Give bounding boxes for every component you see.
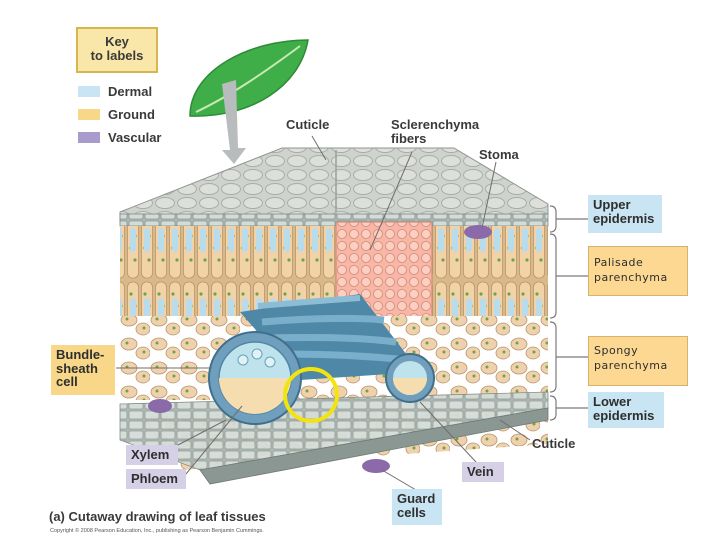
label-lower-epidermis-line2: epidermis [593, 407, 655, 423]
label-spongy-line1: Spongy [594, 344, 639, 357]
legend-swatch-ground [78, 109, 100, 120]
label-palisade-line2: parenchyma [594, 271, 668, 285]
label-cuticle-top: Cuticle [286, 117, 330, 132]
label-sclerenchyma-line2: fibers [391, 130, 427, 146]
label-bundle-sheath-cell: Bundle- sheath cell [51, 345, 115, 395]
label-sclerenchyma-line1: Sclerenchyma [391, 117, 480, 132]
label-lower-epidermis: Lower epidermis [588, 392, 664, 428]
label-vein: Vein [462, 462, 504, 482]
arrow-down-icon [222, 80, 246, 164]
label-phloem: Phloem [126, 469, 186, 489]
label-upper-epidermis-line1: Upper [593, 197, 631, 212]
label-lower-epidermis-line1: Lower [593, 394, 632, 409]
label-palisade-line1: Palisade [594, 256, 644, 269]
vein-cross-section-large [208, 331, 302, 425]
legend-swatch-dermal [78, 86, 100, 97]
legend-label-ground: Ground [108, 107, 155, 122]
label-spongy-parenchyma: Spongy parenchyma [588, 336, 688, 386]
leader-lines [116, 135, 531, 491]
label-bundle-line1: Bundle- [56, 347, 105, 362]
label-bundle-line3: cell [56, 374, 78, 390]
vein-cross-section-small [385, 353, 435, 403]
label-cuticle-bottom: Cuticle [532, 436, 576, 451]
label-guard-line2: cells [397, 504, 426, 520]
legend-swatch-vascular [78, 132, 100, 143]
guard-cells-icon [148, 225, 492, 473]
label-upper-epidermis: Upper epidermis [588, 195, 662, 233]
legend-title-line1: Key [105, 34, 129, 49]
layer-brackets [549, 205, 588, 421]
legend-title: Key to labels [76, 27, 158, 73]
label-bundle-line2: sheath [56, 360, 98, 376]
legend-label-vascular: Vascular [108, 130, 162, 145]
highlight-circle [283, 367, 339, 423]
copyright-note: Copyright © 2008 Pearson Education, Inc.… [50, 528, 264, 534]
legend-title-line2: to labels [90, 48, 144, 64]
label-palisade-parenchyma: Palisade parenchyma [588, 246, 688, 296]
label-sclerenchyma: Sclerenchyma fibers [391, 118, 479, 145]
label-stoma: Stoma [479, 147, 519, 162]
label-spongy-line2: parenchyma [594, 359, 668, 373]
label-upper-epidermis-line2: epidermis [593, 210, 655, 226]
figure-caption: (a) Cutaway drawing of leaf tissues [49, 509, 266, 524]
label-guard-line1: Guard [397, 491, 436, 506]
label-xylem: Xylem [126, 445, 178, 465]
leaf-icon [189, 39, 309, 117]
label-guard-cells: Guard cells [392, 489, 442, 525]
legend-label-dermal: Dermal [108, 84, 153, 99]
